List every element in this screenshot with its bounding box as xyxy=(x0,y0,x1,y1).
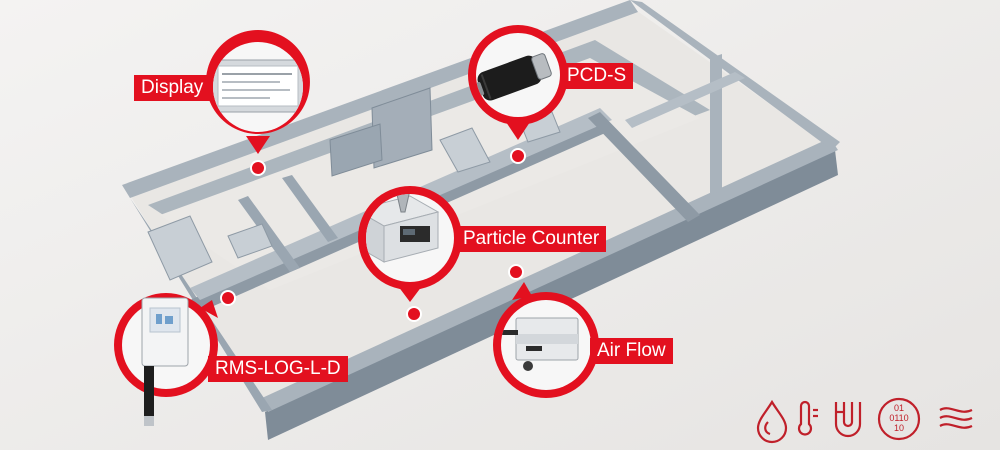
temperature-icon xyxy=(797,400,818,436)
callout-rms-log[interactable] xyxy=(114,293,218,426)
air-flow-sensor-icon xyxy=(501,317,579,371)
callout-pcd-s[interactable] xyxy=(464,25,568,140)
pcd-s-label: PCD-S xyxy=(560,63,634,89)
callout-particle-counter[interactable] xyxy=(356,186,462,302)
pin-rms-log[interactable] xyxy=(220,290,236,306)
svg-text:10: 10 xyxy=(894,423,904,433)
pin-particle-counter[interactable] xyxy=(406,306,422,322)
rms-log-logger-icon xyxy=(141,297,189,426)
pin-pcd-s[interactable] xyxy=(510,148,526,164)
air-flow-icon xyxy=(939,407,973,429)
particle-counter-label: Particle Counter xyxy=(456,226,607,252)
digital-data-icon: 01 0110 10 xyxy=(877,397,921,441)
legend-icons: 01 0110 10 xyxy=(756,397,973,444)
room-furniture xyxy=(147,87,561,281)
differential-pressure-icon xyxy=(834,402,862,438)
pin-air-flow[interactable] xyxy=(508,264,524,280)
callout-air-flow[interactable] xyxy=(486,282,599,398)
rms-log-label: RMS-LOG-L-D xyxy=(208,356,348,382)
location-pins xyxy=(220,148,526,322)
particle-counter-icon xyxy=(366,194,440,263)
callout-display[interactable] xyxy=(205,30,310,154)
display-label: Display xyxy=(134,75,211,101)
svg-text:01: 01 xyxy=(894,403,904,413)
air-flow-label: Air Flow xyxy=(590,338,673,364)
display-icon xyxy=(213,59,303,113)
svg-text:0110: 0110 xyxy=(889,413,908,423)
pin-display[interactable] xyxy=(250,160,266,176)
humidity-icon xyxy=(756,399,788,444)
